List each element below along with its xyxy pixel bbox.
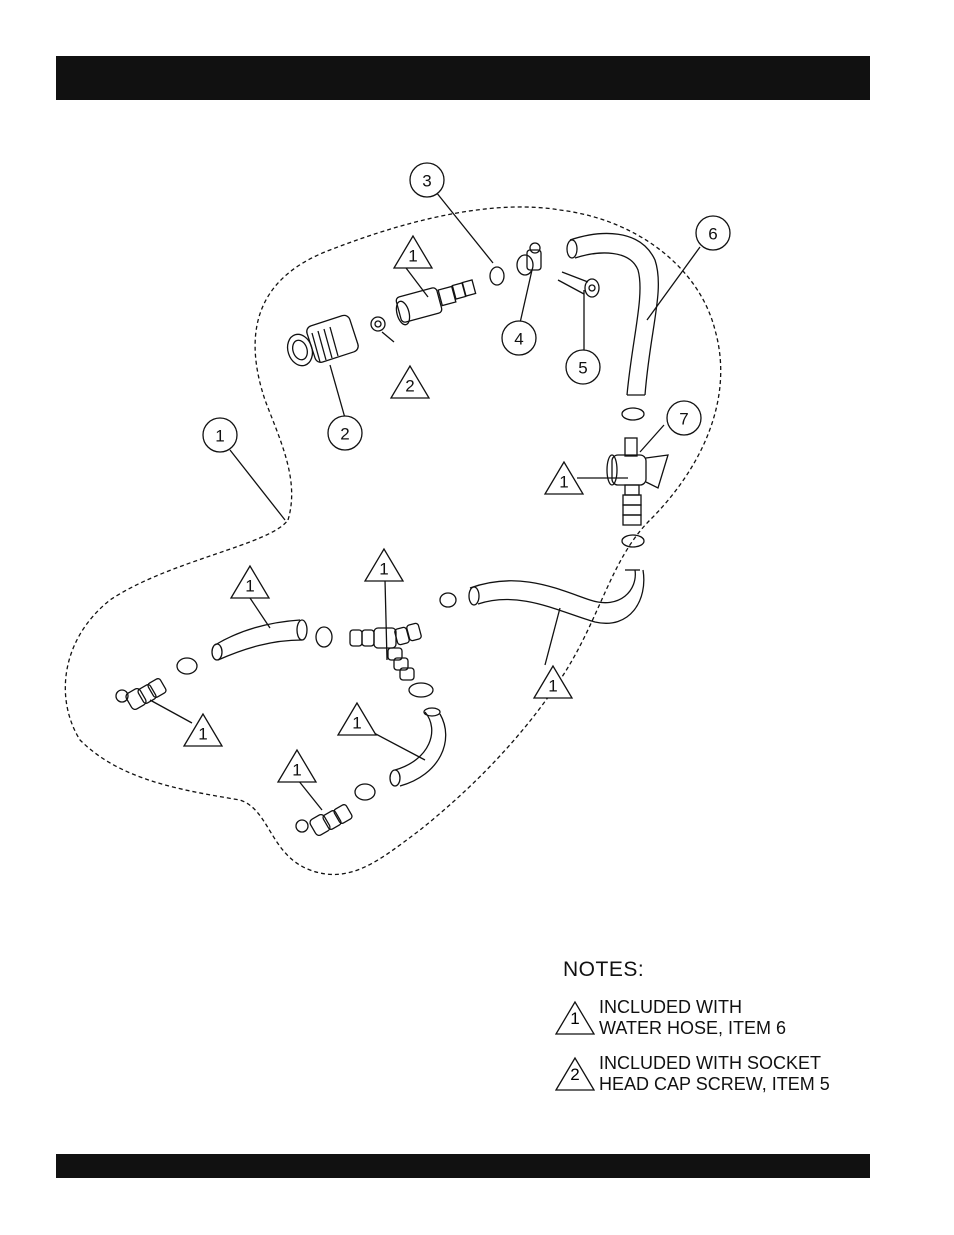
hose-clamp-part: [490, 267, 504, 285]
hose-segment-right: [469, 570, 644, 623]
note-text: INCLUDED WITH SOCKET HEAD CAP SCREW, ITE…: [599, 1053, 830, 1095]
note-item: 1 INCLUDED WITH WATER HOSE, ITEM 6: [555, 1000, 875, 1056]
tee-valve-part: [607, 438, 668, 525]
callout-1: 1: [203, 418, 237, 452]
svg-text:1: 1: [570, 1009, 579, 1028]
barbed-fitting-part: [394, 280, 476, 326]
svg-text:2: 2: [340, 425, 349, 444]
notes-title: NOTES:: [563, 958, 875, 982]
svg-text:1: 1: [559, 473, 568, 492]
svg-text:1: 1: [352, 714, 361, 733]
clamp-nut-part: [517, 243, 541, 275]
callout-4: 4: [502, 321, 536, 355]
svg-text:1: 1: [292, 761, 301, 780]
triangle-note-1: 1: [534, 666, 572, 698]
triangle-note-2: 2: [391, 366, 429, 398]
notes-section: NOTES: 1 INCLUDED WITH WATER HOSE, ITEM …: [555, 958, 875, 1112]
hose-segment-bottom: [390, 708, 446, 786]
svg-text:2: 2: [570, 1065, 579, 1084]
svg-text:6: 6: [708, 225, 717, 244]
hose-segment-left: [212, 620, 307, 660]
triangle-note-symbol: 2: [555, 1056, 595, 1092]
triangle-note-1: 1: [394, 236, 432, 268]
triangle-note-1: 1: [231, 566, 269, 598]
svg-text:1: 1: [408, 247, 417, 266]
spray-nozzle-bottom-part: [296, 804, 353, 837]
svg-text:2: 2: [405, 377, 414, 396]
callout-5: 5: [566, 350, 600, 384]
svg-text:1: 1: [548, 677, 557, 696]
callout-6: 6: [696, 216, 730, 250]
note-text: INCLUDED WITH WATER HOSE, ITEM 6: [599, 997, 786, 1039]
callout-2: 2: [328, 416, 362, 450]
svg-text:1: 1: [245, 577, 254, 596]
triangle-note-1: 1: [338, 703, 376, 735]
callout-7: 7: [667, 401, 701, 435]
coupling-part: [284, 314, 360, 369]
socket-head-cap-screw-part: [558, 272, 599, 297]
note-item: 2 INCLUDED WITH SOCKET HEAD CAP SCREW, I…: [555, 1056, 875, 1112]
triangle-note-1: 1: [365, 549, 403, 581]
svg-text:5: 5: [578, 359, 587, 378]
triangle-note-symbol: 1: [555, 1000, 595, 1036]
svg-text:4: 4: [514, 330, 523, 349]
washer-part: [371, 317, 385, 331]
triangle-note-1: 1: [184, 714, 222, 746]
svg-text:1: 1: [198, 725, 207, 744]
triangle-note-1: 1: [278, 750, 316, 782]
leader-lines: [150, 192, 700, 810]
svg-text:7: 7: [679, 410, 688, 429]
svg-text:3: 3: [422, 172, 431, 191]
callout-3: 3: [410, 163, 444, 197]
svg-text:1: 1: [215, 427, 224, 446]
svg-text:1: 1: [379, 560, 388, 579]
